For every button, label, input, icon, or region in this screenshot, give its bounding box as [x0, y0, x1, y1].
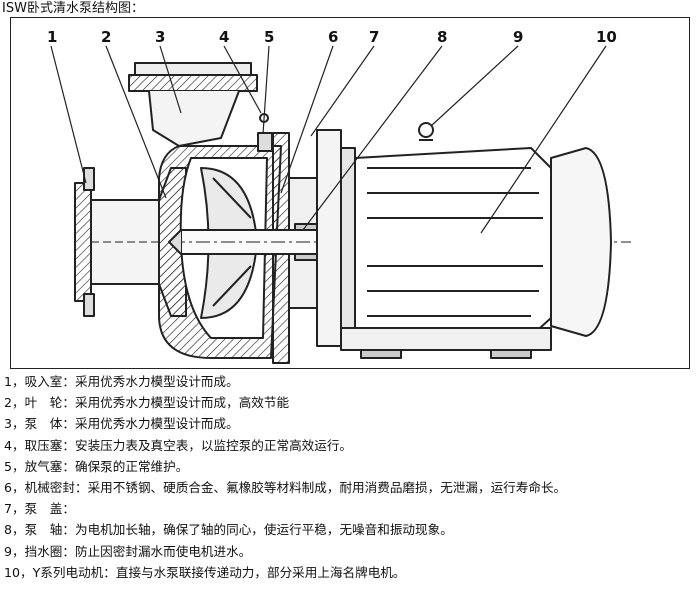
callout-5: 5: [264, 28, 274, 46]
electric-motor: [340, 122, 612, 359]
callout-4: 4: [219, 28, 229, 46]
pump-structure-diagram: 1 2 3 4 5 6 7 8 9 10: [10, 17, 690, 369]
legend-item-pump-cover: 7，泵 盖：: [4, 501, 75, 517]
callout-8: 8: [437, 28, 447, 46]
callout-9: 9: [513, 28, 523, 46]
callout-1: 1: [47, 28, 57, 46]
callout-10: 10: [596, 28, 617, 46]
callout-leaders: [50, 45, 607, 234]
legend-item-water-retaining-ring: 9，挡水圈：防止因密封漏水而使电机进水。: [4, 543, 252, 559]
legend-item-pump-body: 3，泵 体：采用优秀水力模型设计而成。: [4, 416, 239, 432]
callout-6: 6: [328, 28, 338, 46]
callout-labels: 1 2 3 4 5 6 7 8 9 10: [47, 28, 617, 46]
callout-7: 7: [369, 28, 379, 46]
discharge-outlet: [128, 62, 258, 147]
legend-item-pressure-plug: 4，取压塞：安装压力表及真空表，以监控泵的正常高效运行。: [4, 437, 353, 453]
pump-cross-section-drawing: 1 2 3 4 5 6 7 8 9 10: [47, 28, 631, 364]
callout-2: 2: [101, 28, 111, 46]
legend-item-impeller: 2，叶 轮：采用优秀水力模型设计而成，高效节能: [4, 395, 290, 411]
motor-flange: [316, 129, 356, 347]
legend-item-mechanical-seal: 6，机械密封：采用不锈钢、硬质合金、氟橡胶等材料制成，耐用消费品磨损，无泄漏，运…: [4, 480, 567, 496]
callout-3: 3: [155, 28, 165, 46]
diagram-title: ISW卧式清水泵结构图：: [2, 1, 144, 16]
component-legend: 1，吸入室：采用优秀水力模型设计而成。 2，叶 轮：采用优秀水力模型设计而成，高…: [4, 371, 696, 583]
legend-item-motor: 10，Y系列电动机：直接与水泵联接传递动力，部分采用上海名牌电机。: [4, 564, 406, 580]
legend-item-vent-plug: 5，放气塞：确保泵的正常维护。: [4, 458, 189, 474]
legend-item-suction-chamber: 1，吸入室：采用优秀水力模型设计而成。: [4, 374, 239, 389]
legend-item-pump-shaft: 8，泵 轴：为电机加长轴，确保了轴的同心，使运行平稳，无噪音和振动现象。: [4, 522, 453, 538]
